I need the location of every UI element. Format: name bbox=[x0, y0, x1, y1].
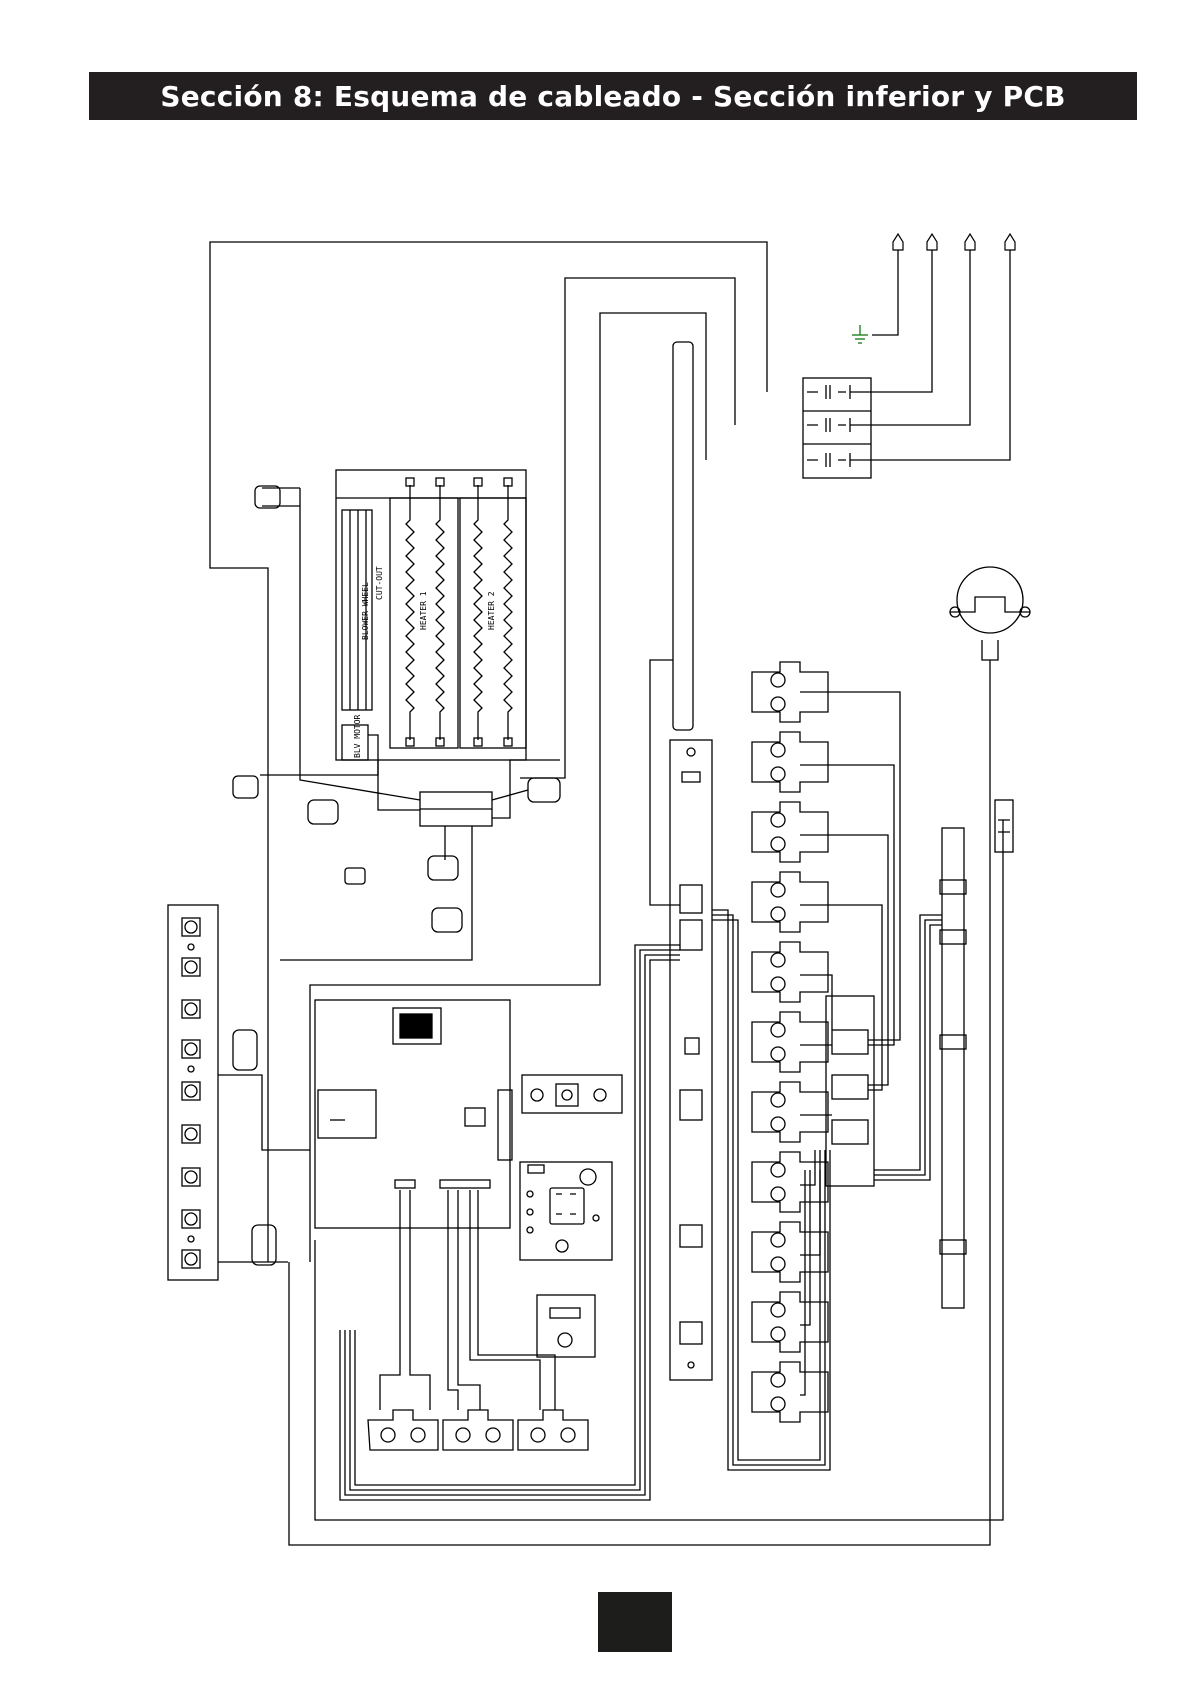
heater-2-coil-a bbox=[474, 485, 482, 740]
heater-1-coil-b bbox=[436, 485, 444, 740]
heater-2-label: HEATER 2 bbox=[487, 591, 496, 630]
wire-top-loop bbox=[210, 242, 767, 1262]
blv-motor-label: BLV MOTOR bbox=[353, 714, 362, 758]
blower-wheel-label: BLOWER WHEEL bbox=[361, 582, 370, 640]
heater-1-label: HEATER 1 bbox=[419, 591, 428, 630]
wire-loop-2 bbox=[520, 278, 735, 778]
control-display bbox=[520, 1162, 612, 1260]
connector-column bbox=[752, 662, 828, 1422]
inline-fuse bbox=[995, 800, 1013, 852]
page-number-block bbox=[598, 1592, 672, 1652]
sensor-board bbox=[537, 1295, 595, 1357]
cut-out-label: CUT-OUT bbox=[375, 566, 384, 600]
terminal-strip-right bbox=[942, 828, 964, 1308]
heater-1-coil-a bbox=[406, 485, 414, 740]
bottom-connector-2 bbox=[443, 1410, 513, 1450]
bottom-connector-3 bbox=[518, 1410, 588, 1450]
bottom-connector-1 bbox=[368, 1410, 438, 1450]
ground-icon bbox=[852, 325, 868, 343]
heater-2-coil-b bbox=[504, 485, 512, 740]
circuit-breaker bbox=[803, 378, 871, 478]
switch-matrix bbox=[826, 996, 874, 1186]
terminal-strip-top bbox=[673, 342, 693, 730]
wire-bottom-loop-1 bbox=[850, 250, 1010, 460]
motor-icon bbox=[957, 567, 1023, 633]
terminal-strip-middle bbox=[670, 740, 712, 1380]
wire-loop-3 bbox=[310, 313, 706, 1262]
